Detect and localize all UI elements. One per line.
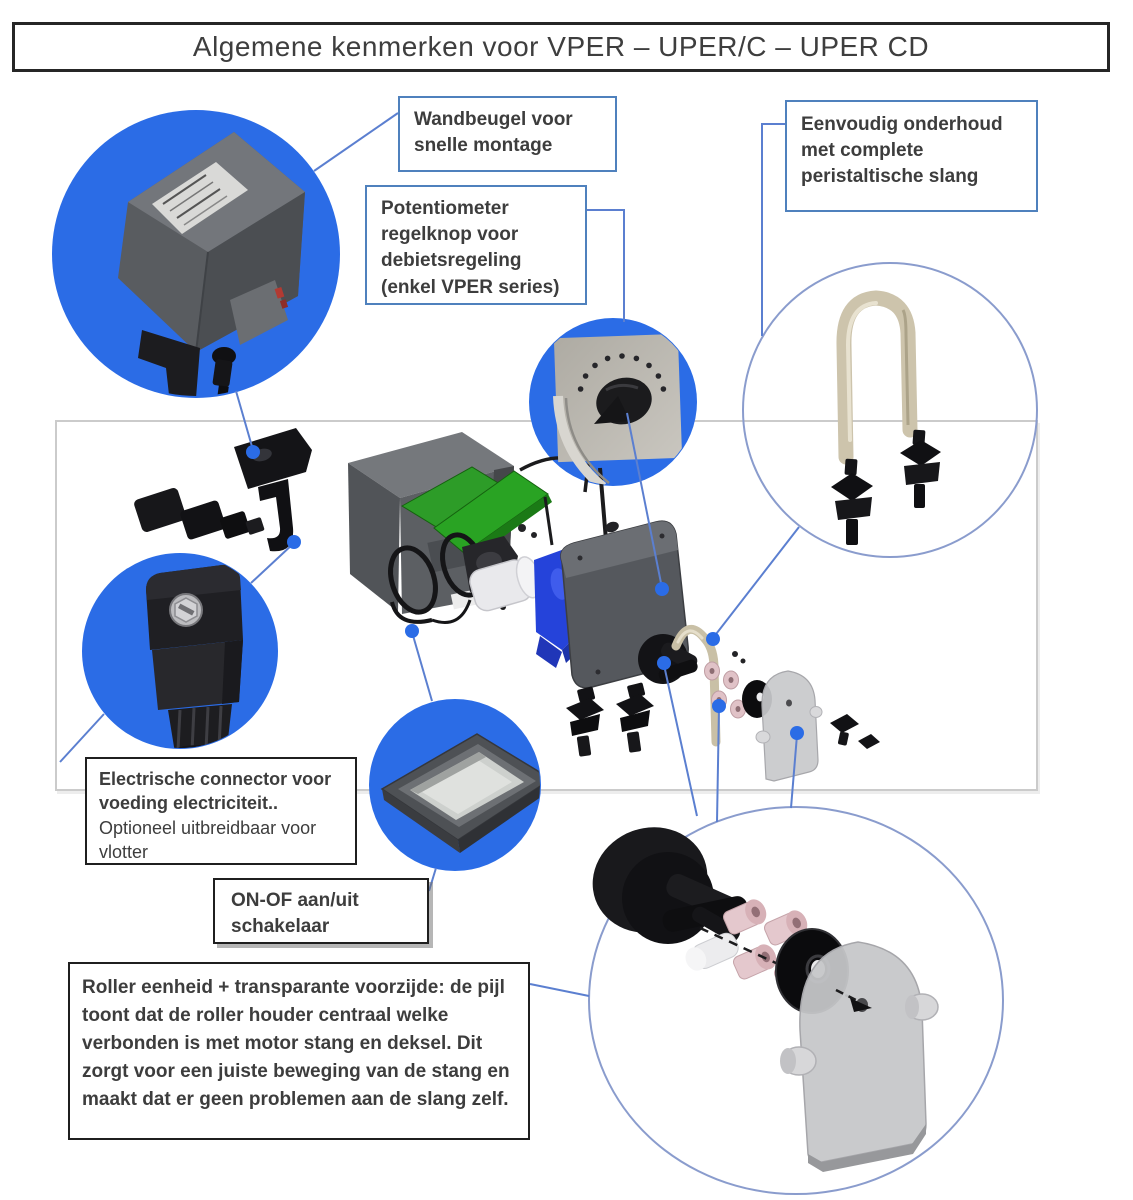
callout-switch-label: ON-OF aan/uit schakelaar <box>231 890 359 938</box>
roller-assembly-illustration <box>592 827 939 1172</box>
callout-electrical-connector-label-bold: Electrische connector voor voeding elect… <box>99 769 332 814</box>
callout-potentiometer-label: Potentiometer regelknop voor debietsrege… <box>381 198 560 298</box>
exploded-assembly-illustration <box>134 428 880 782</box>
pump-unit-illustration <box>118 132 305 396</box>
page-title: Algemene kenmerken voor VPER – UPER/C – … <box>192 31 930 62</box>
electrical-connector-illustration <box>146 564 243 748</box>
potentiometer-knob-illustration <box>553 333 683 485</box>
callout-switch: ON-OF aan/uit schakelaar <box>213 878 429 944</box>
switch-tray-illustration <box>380 733 540 853</box>
callout-dots <box>246 445 804 740</box>
callout-roller-unit: Roller eenheid + transparante voorzijde:… <box>68 962 530 1140</box>
callout-roller-unit-label: Roller eenheid + transparante voorzijde:… <box>82 977 510 1111</box>
tube-detail-circle <box>742 262 1038 558</box>
roller-detail-circle <box>588 806 1004 1195</box>
leader-lines <box>59 112 800 997</box>
callout-maintenance-label: Eenvoudig onderhoud met complete perista… <box>801 114 1003 188</box>
callout-wall-bracket: Wandbeugel voor snelle montage <box>398 96 617 172</box>
peristaltic-tube-illustration <box>831 290 941 545</box>
callout-electrical-connector-label-regular: Optioneel uitbreidbaar voor vlotter <box>99 817 317 862</box>
title-box: Algemene kenmerken voor VPER – UPER/C – … <box>12 22 1110 72</box>
callout-maintenance: Eenvoudig onderhoud met complete perista… <box>785 100 1038 212</box>
callout-wall-bracket-label: Wandbeugel voor snelle montage <box>414 109 573 157</box>
callout-electrical-connector: Electrische connector voor voeding elect… <box>85 757 357 865</box>
callout-potentiometer: Potentiometer regelknop voor debietsrege… <box>365 185 587 305</box>
